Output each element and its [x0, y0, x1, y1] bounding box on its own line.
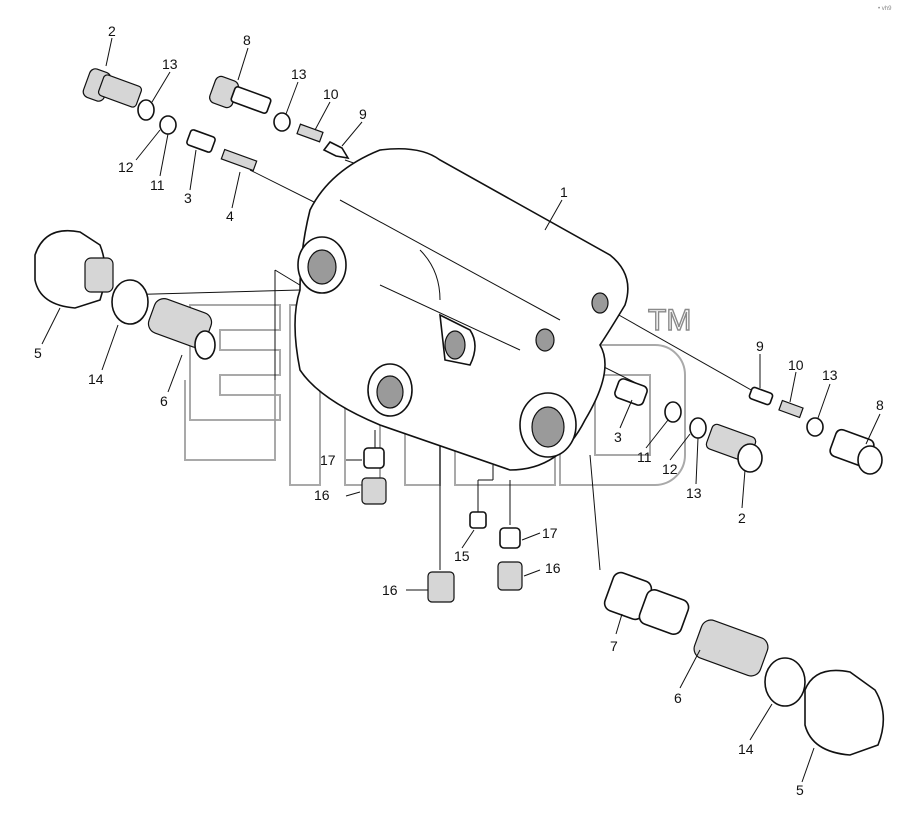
callout-4: 4 — [226, 208, 234, 224]
valve-body — [294, 147, 629, 471]
callout-11-right: 11 — [637, 449, 652, 465]
relief-group-upper — [209, 75, 350, 160]
callout-7: 7 — [610, 638, 618, 654]
trademark-label: TM — [648, 304, 691, 337]
plug-5-left — [34, 230, 216, 360]
callout-8-right: 8 — [876, 397, 884, 413]
callout-12-upper: 12 — [118, 159, 134, 175]
callout-13-upper-mid: 13 — [291, 66, 307, 82]
callout-9-right: 9 — [756, 338, 764, 354]
callout-13-right-low: 13 — [686, 485, 702, 501]
callout-13-upper-left: 13 — [162, 56, 178, 72]
callout-5-left: 5 — [34, 345, 42, 361]
callout-17-left: 17 — [320, 452, 336, 468]
callout-1: 1 — [560, 184, 568, 200]
callout-3-right: 3 — [614, 429, 622, 445]
corner-mark: • vh9 — [878, 6, 892, 12]
callout-14-left: 14 — [88, 371, 104, 387]
callout-3-upper: 3 — [184, 190, 192, 206]
callout-13-right: 13 — [822, 367, 838, 383]
callout-6-left: 6 — [160, 393, 168, 409]
callout-14-right: 14 — [738, 741, 754, 757]
callout-9-upper: 9 — [359, 106, 367, 122]
lower-right-group — [603, 571, 885, 756]
callout-15: 15 — [454, 548, 470, 564]
callout-5-right: 5 — [796, 782, 804, 798]
relief-group-right — [614, 378, 883, 475]
callout-16-mid: 16 — [545, 560, 561, 576]
callout-2-right: 2 — [738, 510, 746, 526]
callout-11-upper: 11 — [150, 177, 165, 193]
callout-16-bottom: 16 — [382, 582, 398, 598]
callout-leaders — [41, 37, 881, 783]
callout-16-left: 16 — [314, 487, 330, 503]
callout-2-upper: 2 — [108, 23, 116, 39]
cartridge-2-upper — [82, 68, 258, 172]
callout-8-upper: 8 — [243, 32, 251, 48]
callout-labels: 1 2 8 13 13 10 9 12 11 3 4 5 14 6 17 16 … — [34, 23, 884, 798]
callout-10-right: 10 — [788, 357, 804, 373]
callout-17-mid: 17 — [542, 525, 558, 541]
small-plugs — [361, 447, 523, 603]
callout-12-right: 12 — [662, 461, 678, 477]
callout-6-right: 6 — [674, 690, 682, 706]
callout-10-upper: 10 — [323, 86, 339, 102]
